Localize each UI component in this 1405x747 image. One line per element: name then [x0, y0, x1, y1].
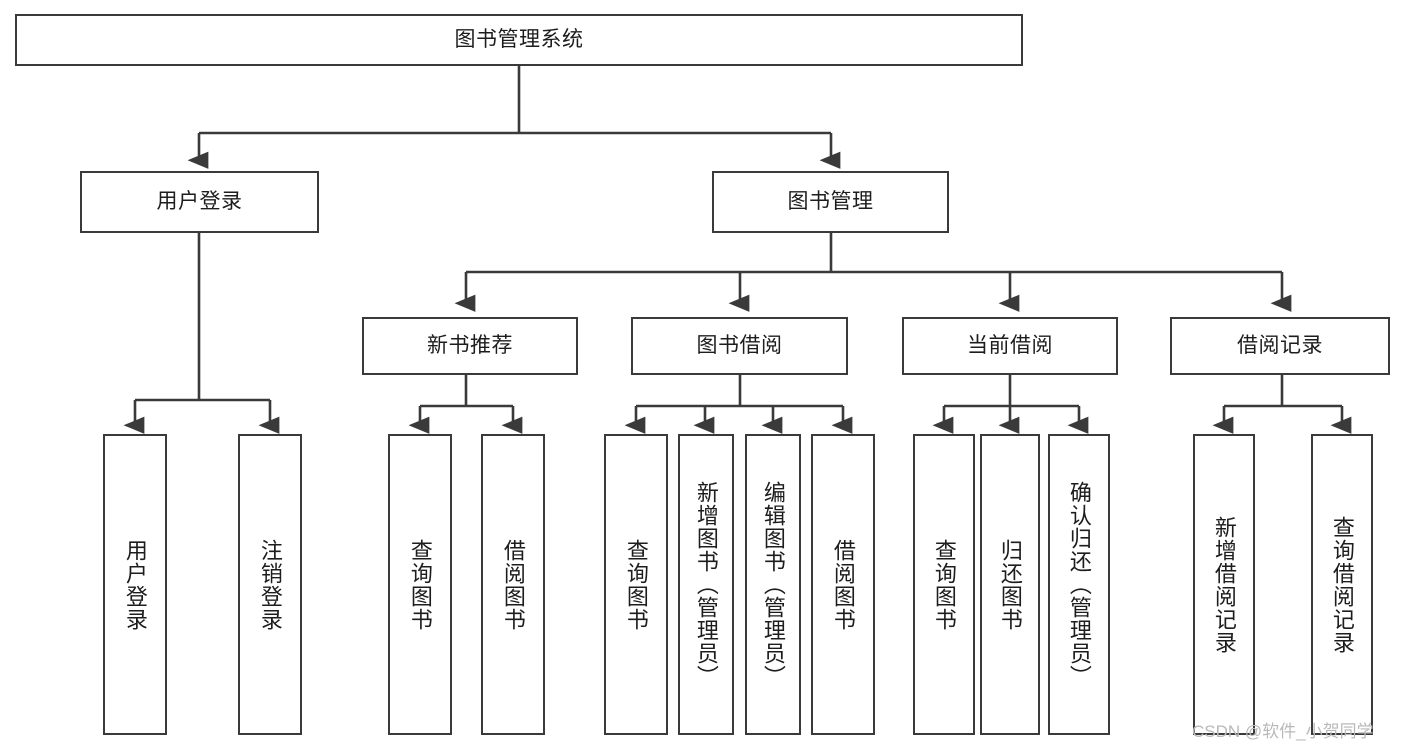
leaf-book-borrow-query-book[interactable]: 查询图书	[604, 434, 668, 735]
leaf-new-book-query-book[interactable]: 查询图书	[388, 434, 452, 735]
node-borrow-record[interactable]: 借阅记录	[1170, 317, 1390, 375]
leaf-book-borrow-add-book-admin[interactable]: 新增图书（管理员）	[678, 434, 734, 735]
node-label: 借阅图书	[830, 538, 856, 631]
node-book-management[interactable]: 图书管理	[712, 171, 949, 233]
csdn-watermark: CSDN @软件_小贺同学	[1192, 722, 1374, 741]
leaf-borrow-record-add-record[interactable]: 新增借阅记录	[1193, 434, 1255, 735]
node-label: 编辑图书（管理员）	[760, 481, 786, 688]
leaf-current-borrow-query-book[interactable]: 查询图书	[913, 434, 975, 735]
node-book-borrow[interactable]: 图书借阅	[631, 317, 848, 375]
leaf-user-login-login[interactable]: 用户登录	[103, 434, 167, 735]
node-label: 借阅图书	[500, 538, 526, 631]
leaf-user-login-logout[interactable]: 注销登录	[238, 434, 302, 735]
node-label: 图书借阅	[696, 333, 783, 357]
node-label: 确认归还（管理员）	[1066, 481, 1092, 688]
node-label: 用户登录	[122, 538, 148, 631]
node-label: 当前借阅	[967, 333, 1053, 357]
node-root-book-management-system[interactable]: 图书管理系统	[15, 14, 1023, 66]
node-label: 新增借阅记录	[1211, 515, 1237, 654]
node-label: 新书推荐	[427, 333, 513, 357]
node-label: 借阅记录	[1237, 333, 1323, 357]
node-label: 查询借阅记录	[1329, 515, 1355, 654]
leaf-book-borrow-borrow-book[interactable]: 借阅图书	[811, 434, 875, 735]
node-label: 查询图书	[623, 538, 649, 631]
node-label: 图书管理	[787, 189, 874, 213]
node-label: 注销登录	[257, 538, 283, 631]
node-label: 用户登录	[156, 189, 243, 213]
node-label: 查询图书	[407, 538, 433, 631]
node-label: 归还图书	[997, 538, 1023, 631]
node-label: 图书管理系统	[454, 27, 584, 51]
leaf-book-borrow-edit-book-admin[interactable]: 编辑图书（管理员）	[745, 434, 801, 735]
node-user-login[interactable]: 用户登录	[80, 171, 319, 233]
node-label: 新增图书（管理员）	[693, 481, 719, 688]
leaf-new-book-borrow-book[interactable]: 借阅图书	[481, 434, 545, 735]
node-current-borrow[interactable]: 当前借阅	[902, 317, 1118, 375]
leaf-current-borrow-confirm-return-admin[interactable]: 确认归还（管理员）	[1048, 434, 1110, 735]
leaf-borrow-record-query-record[interactable]: 查询借阅记录	[1311, 434, 1373, 735]
node-label: 查询图书	[931, 538, 957, 631]
leaf-current-borrow-return-book[interactable]: 归还图书	[980, 434, 1040, 735]
node-new-book-recommend[interactable]: 新书推荐	[362, 317, 578, 375]
